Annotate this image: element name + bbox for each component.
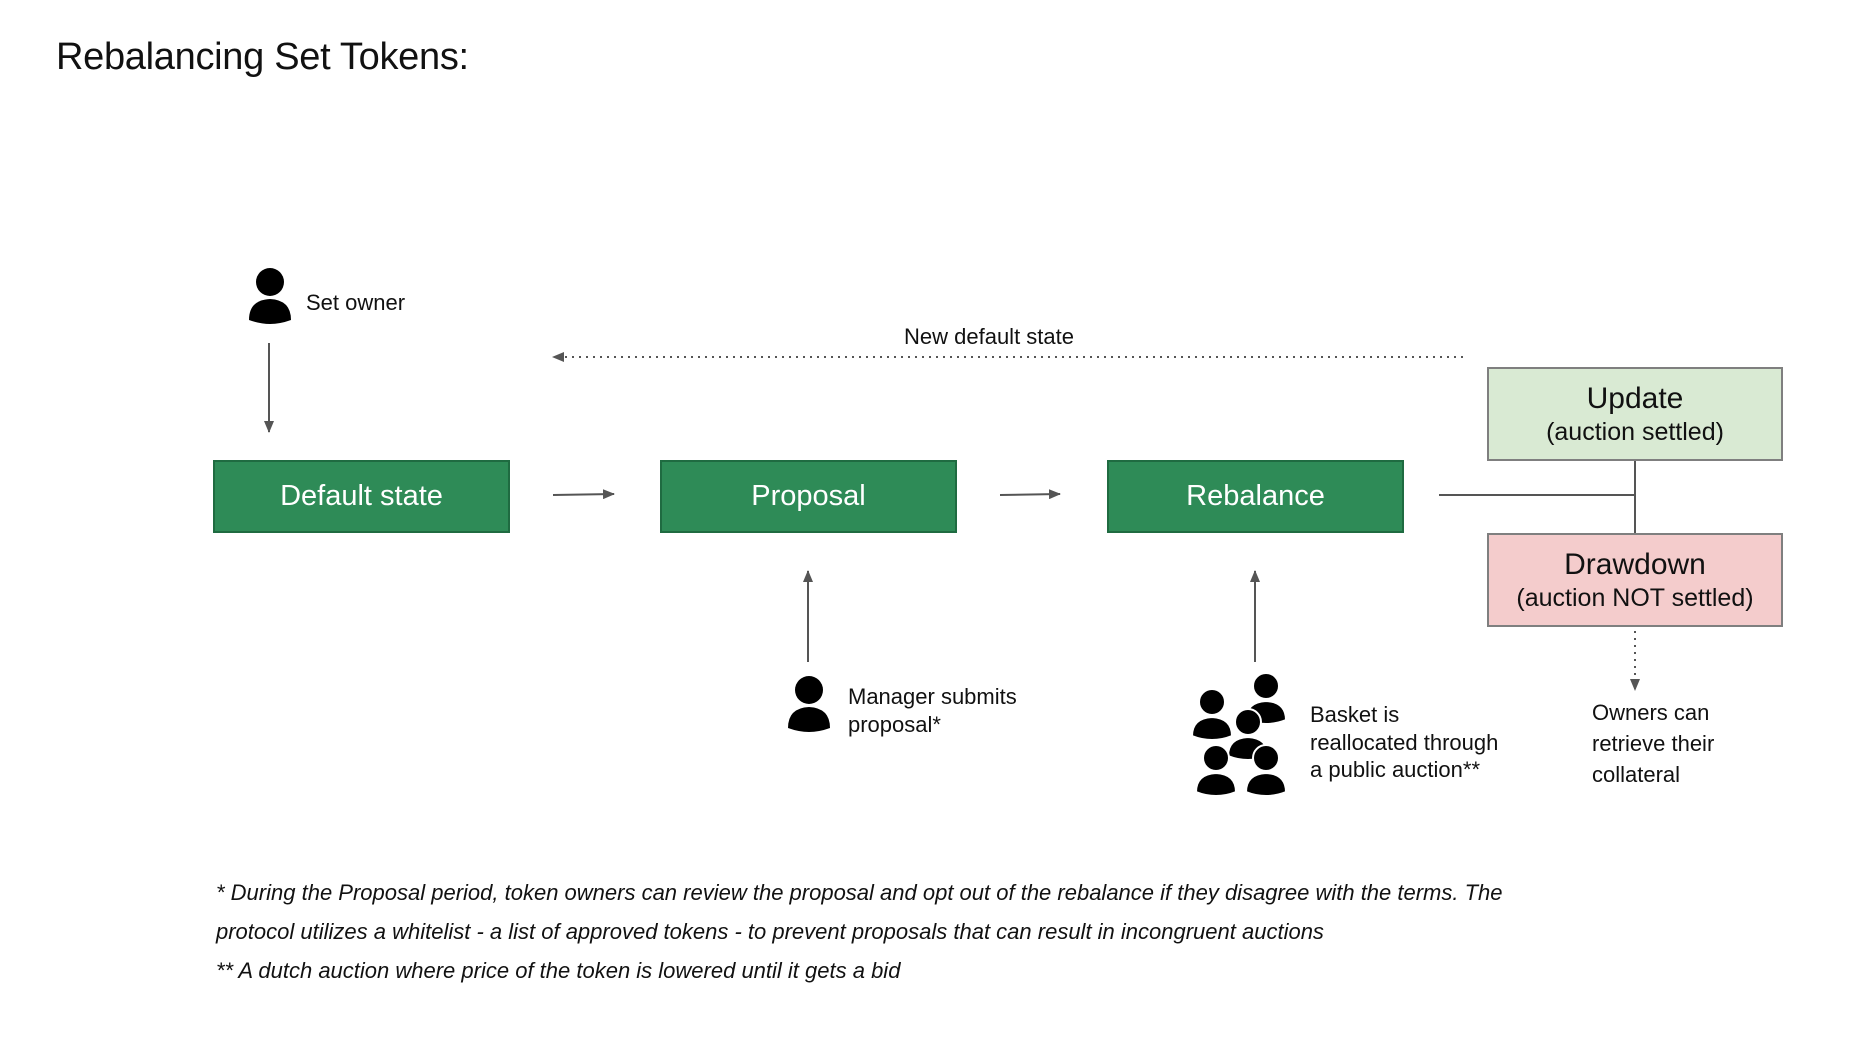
proposal-state-label: Proposal xyxy=(751,480,866,512)
footnote-line: ** A dutch auction where price of the to… xyxy=(216,958,901,983)
default-state-label: Default state xyxy=(280,480,443,512)
arrow-proposal-to-rebalance xyxy=(999,489,1061,500)
rebalance-state-box: Rebalance xyxy=(1107,460,1404,533)
manager-label-line: proposal* xyxy=(848,711,941,737)
person-icon xyxy=(249,268,291,324)
group-icon xyxy=(1190,672,1288,798)
owners-label-line: Owners can xyxy=(1592,700,1710,725)
auction-label-line: Basket is xyxy=(1310,702,1400,727)
footnote-line: protocol utilizes a whitelist - a list o… xyxy=(216,919,1324,944)
owners-label: Owners can retrieve their collateral xyxy=(1592,698,1714,790)
arrow-default-to-proposal xyxy=(552,489,615,500)
auction-label-line: a public auction** xyxy=(1310,757,1481,782)
drawdown-outcome-box: Drawdown (auction NOT settled) xyxy=(1487,533,1783,627)
update-outcome-box: Update (auction settled) xyxy=(1487,367,1783,461)
proposal-state-box: Proposal xyxy=(660,460,957,533)
auction-label-line: reallocated through xyxy=(1310,729,1499,755)
default-state-box: Default state xyxy=(213,460,510,533)
update-title: Update xyxy=(1586,382,1684,415)
footnote-line: * During the Proposal period, token owne… xyxy=(216,880,1503,905)
owners-label-line: retrieve their xyxy=(1592,730,1715,756)
manager-label: Manager submits proposal* xyxy=(848,683,1017,738)
update-subtitle: (auction settled) xyxy=(1546,418,1724,446)
person-icon xyxy=(788,676,830,732)
owners-label-line: collateral xyxy=(1592,761,1681,787)
new-default-state-label: New default state xyxy=(904,324,1074,349)
drawdown-title: Drawdown xyxy=(1564,548,1706,581)
manager-label-line: Manager submits xyxy=(848,684,1017,709)
rebalance-state-label: Rebalance xyxy=(1186,480,1325,512)
set-owner-label: Set owner xyxy=(306,290,406,315)
page-title: Rebalancing Set Tokens: xyxy=(56,36,469,78)
auction-label: Basket is reallocated through a public a… xyxy=(1310,701,1498,784)
drawdown-subtitle: (auction NOT settled) xyxy=(1516,584,1754,612)
